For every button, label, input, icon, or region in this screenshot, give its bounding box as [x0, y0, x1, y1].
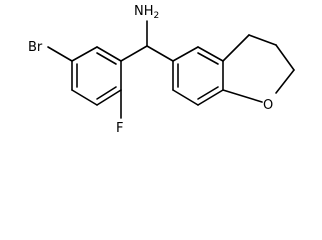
bond-ring2-5	[172, 89, 199, 106]
molecule-canvas: NH2 Br F O	[28, 4, 295, 136]
bond-c1-c0	[275, 44, 295, 71]
amine-label: NH2	[134, 4, 159, 21]
fluorine-label: F	[116, 121, 123, 136]
bond-ring1-ch	[120, 45, 148, 62]
double-bond-ring2-a	[197, 52, 219, 65]
bond-ring1-1	[96, 46, 122, 62]
structure-diagram: NH2 Br F O	[28, 4, 295, 136]
bromofluorophenyl-ring	[71, 46, 122, 106]
bromine-label: Br	[28, 40, 43, 55]
bond-o-ring	[222, 89, 263, 103]
double-bond-ring1-b	[96, 86, 117, 100]
bond-ring1-3	[96, 89, 122, 106]
bond-ring1-4	[71, 89, 98, 106]
bond-c0-o	[275, 69, 295, 94]
bond-ch-ring2	[146, 45, 174, 62]
double-bond-ring2-b	[197, 86, 219, 100]
bond-ring2-1	[172, 46, 199, 62]
bond-ring1-6	[71, 46, 98, 62]
bond-ring2-4	[197, 89, 224, 106]
dihydrofuran-ring	[222, 34, 295, 103]
bond-ring2-2	[197, 46, 224, 62]
bond-c2-c1	[248, 34, 277, 46]
benzofuran-benzene-ring	[172, 46, 224, 106]
bond-c-br	[47, 46, 73, 62]
double-bond-ring1-a	[96, 52, 117, 65]
bond-c3-c2	[222, 34, 250, 62]
oxygen-label: O	[263, 98, 273, 113]
